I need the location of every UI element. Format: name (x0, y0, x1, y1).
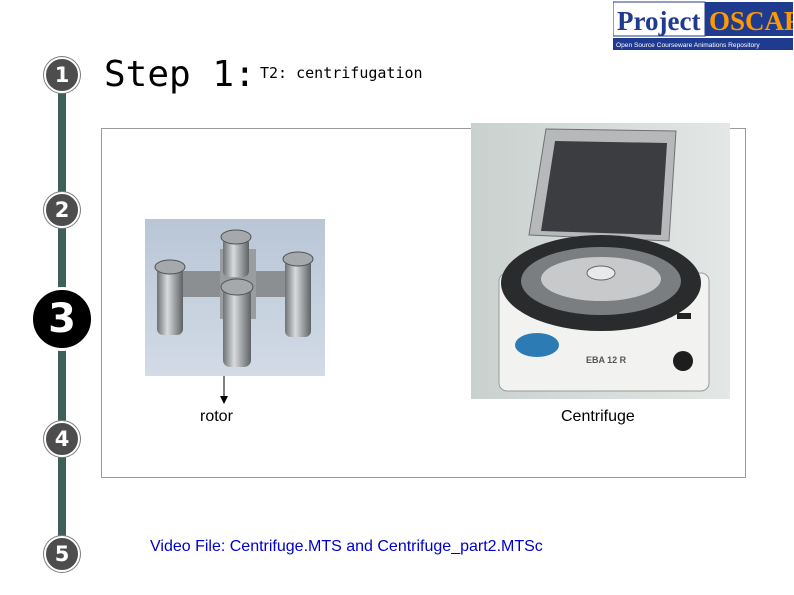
step-3-number: 3 (48, 296, 76, 342)
step-1-number: 1 (54, 63, 70, 87)
centrifuge-brand-text: EBA 12 R (586, 355, 627, 365)
rotor-image (145, 219, 325, 376)
step-3-button-active[interactable]: 3 (30, 287, 94, 351)
step-4-button[interactable]: 4 (44, 421, 80, 457)
logo-word-project: Project (617, 6, 700, 36)
step-5-number: 5 (54, 542, 70, 566)
video-file-link[interactable]: Video File: Centrifuge.MTS and Centrifug… (150, 538, 543, 555)
step-5-button[interactable]: 5 (44, 536, 80, 572)
step-title: Step 1: (104, 54, 256, 95)
step-2-button[interactable]: 2 (44, 192, 80, 228)
logo-word-oscar: OSCAR (709, 6, 793, 36)
step-2-number: 2 (54, 198, 70, 222)
project-oscar-logo: Project OSCAR Open Source Courseware Ani… (612, 0, 794, 52)
logo-tagline: Open Source Courseware Animations Reposi… (616, 42, 760, 49)
step-1-button[interactable]: 1 (44, 57, 80, 93)
centrifuge-image: EBA 12 R (471, 123, 730, 399)
step-subtitle: T2: centrifugation (260, 64, 423, 82)
step-4-number: 4 (54, 427, 70, 451)
rotor-pointer-arrow (218, 376, 230, 404)
rotor-label: rotor (200, 408, 233, 425)
centrifuge-label: Centrifuge (561, 408, 635, 425)
